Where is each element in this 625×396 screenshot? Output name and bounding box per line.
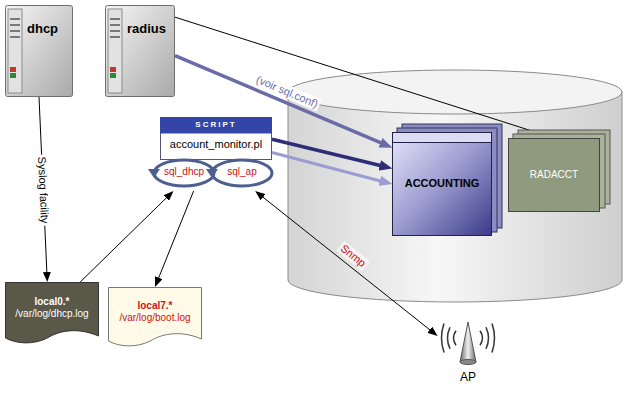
drive-slot — [10, 30, 20, 32]
server-shape — [105, 5, 175, 97]
status-light — [10, 73, 16, 78]
signal-wave — [442, 324, 445, 353]
file-path: /var/log/boot.log — [119, 312, 190, 324]
log-file: local0.*/var/log/dhcp.log — [5, 282, 99, 344]
loop-label: sql_dhcp — [164, 166, 204, 178]
facility-name: local0.* — [34, 296, 69, 308]
drive-slot — [110, 24, 120, 26]
table-name: ACCOUNTING — [405, 177, 480, 190]
script-header: SCRIPT — [160, 117, 272, 133]
database-cylinder-top — [288, 70, 622, 114]
log-file: local7.*/var/log/boot.log — [108, 287, 202, 347]
connector — [272, 153, 382, 182]
drive-slot — [10, 18, 20, 20]
facility-name: local7.* — [137, 300, 172, 312]
drive-slot — [10, 24, 20, 26]
radacct-table: RADACCT — [508, 138, 600, 212]
script-name: account_monitor.pl — [160, 138, 272, 151]
server-name: radius — [127, 21, 166, 37]
status-light — [10, 67, 16, 72]
server-name: dhcp — [27, 21, 58, 37]
server-panel — [108, 9, 122, 93]
table-name: RADACCT — [530, 169, 578, 181]
server-body — [106, 6, 175, 97]
signal-wave — [486, 327, 489, 349]
signal-wave — [448, 327, 451, 349]
loop-arrowhead — [206, 169, 218, 178]
script-frame — [161, 118, 272, 160]
status-light — [110, 73, 116, 78]
server-shape — [5, 5, 73, 97]
script-header-bar — [161, 118, 272, 134]
signal-wave — [454, 331, 457, 345]
document-shape — [109, 288, 202, 346]
connector — [158, 191, 194, 280]
signal-wave — [492, 324, 495, 353]
server-body — [6, 6, 73, 97]
script-box: SCRIPT account_monitor.pl sql_dhcp sql_ap — [160, 117, 272, 191]
edge-label: (voir sql.conf) — [253, 73, 323, 112]
drive-slot — [10, 36, 20, 38]
server-panel — [8, 9, 22, 93]
antenna-base — [460, 360, 476, 365]
radius-server: radius — [105, 5, 175, 97]
table-card — [393, 133, 492, 236]
antenna — [460, 322, 476, 362]
file-path: /var/log/dhcp.log — [15, 308, 88, 320]
loop-label: sql_ap — [227, 166, 256, 178]
drive-slot — [110, 30, 120, 32]
connector — [272, 139, 382, 166]
connector — [80, 197, 168, 282]
document-shape — [6, 283, 99, 343]
loop-arrow — [154, 160, 214, 186]
loop-arrowhead — [148, 169, 160, 178]
table-header — [393, 133, 492, 143]
device-name: AP — [460, 370, 476, 384]
status-light — [110, 67, 116, 72]
signal-wave — [480, 331, 483, 345]
loop-arrow — [212, 160, 272, 186]
table-card — [509, 139, 600, 212]
edge-label: Snmp — [336, 240, 370, 271]
edge-label: Syslog facility — [35, 154, 51, 225]
accounting-table: ACCOUNTING — [392, 132, 492, 236]
access-point: AP — [430, 318, 506, 390]
drive-slot — [110, 18, 120, 20]
drive-slot — [110, 36, 120, 38]
dhcp-server: dhcp — [5, 5, 73, 97]
